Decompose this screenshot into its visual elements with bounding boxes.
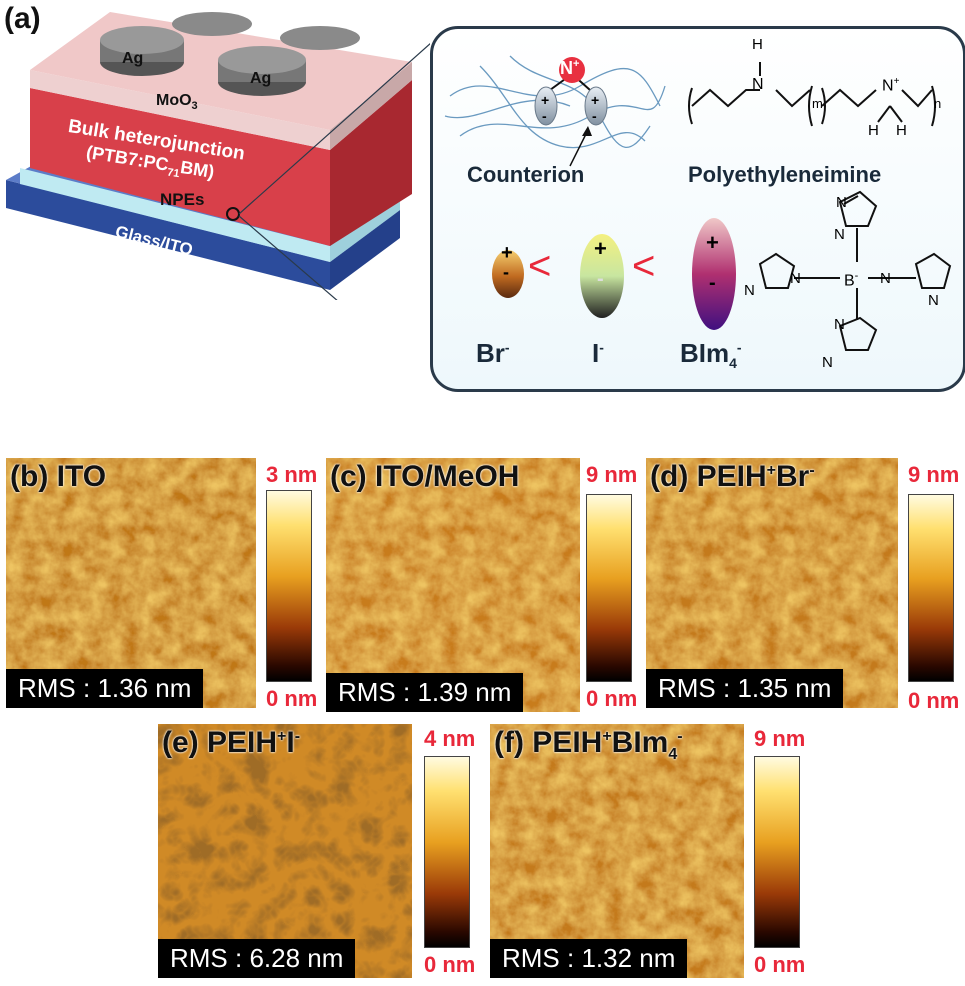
less-than-1: < bbox=[528, 244, 552, 288]
bhj-layer-side bbox=[330, 80, 412, 246]
npes-layer-front bbox=[20, 168, 330, 262]
pei-n-1: N bbox=[752, 76, 764, 93]
bim4-label: BIm4- bbox=[680, 338, 742, 372]
scale-max-b: 3 nm bbox=[266, 462, 318, 487]
n-plus-label: N+ bbox=[560, 58, 580, 78]
ag-electrodes bbox=[100, 12, 360, 96]
scale-min-f: 0 nm bbox=[754, 952, 806, 977]
bim-b-center: B- bbox=[844, 270, 859, 290]
moo3-label: MoO3 bbox=[156, 92, 198, 113]
device-stack-diagram bbox=[6, 12, 430, 300]
bim4-structure bbox=[758, 190, 952, 351]
bim-n-bottom: N bbox=[834, 316, 845, 333]
bim-n-outer-bottom: N bbox=[822, 354, 833, 371]
afm-title-c: (c) ITO/MeOH bbox=[330, 460, 520, 493]
substrate-layer-front bbox=[6, 180, 330, 290]
colorbar-b bbox=[266, 490, 312, 682]
counterion-label: Counterion bbox=[467, 162, 585, 187]
scale-max-c: 9 nm bbox=[586, 462, 638, 487]
colorbar-c bbox=[586, 494, 632, 682]
bhj-layer-front bbox=[30, 88, 330, 246]
moo3-layer-front bbox=[30, 70, 330, 150]
pei-structure bbox=[688, 62, 936, 127]
br-ion-plus: + bbox=[501, 242, 513, 264]
bim-n-outer-left: N bbox=[744, 282, 755, 299]
afm-image-d: (d) PEIH+Br- RMS : 1.35 nm bbox=[646, 458, 898, 708]
plus-sign-2: + bbox=[591, 92, 600, 108]
i-ion-minus: - bbox=[597, 268, 604, 290]
rms-label-e: RMS : 6.28 nm bbox=[158, 939, 356, 978]
afm-title-d: (d) PEIH+Br- bbox=[650, 460, 815, 493]
bim-n-left: N bbox=[790, 270, 801, 287]
pei-h-right: H bbox=[896, 122, 907, 139]
colorbar-d bbox=[908, 494, 954, 682]
afm-image-e: (e) PEIH+I- RMS : 6.28 nm bbox=[158, 724, 412, 978]
scale-min-b: 0 nm bbox=[266, 686, 318, 711]
rms-label-b: RMS : 1.36 nm bbox=[6, 669, 204, 708]
afm-image-c: (c) ITO/MeOH RMS : 1.39 nm bbox=[326, 458, 580, 712]
scale-max-f: 9 nm bbox=[754, 726, 806, 751]
afm-image-f: (f) PEIH+BIm4- RMS : 1.32 nm bbox=[490, 724, 744, 978]
bim-ion-minus: - bbox=[709, 272, 716, 294]
panel-a-letter: (a) bbox=[4, 2, 41, 35]
br-label: Br- bbox=[476, 338, 510, 368]
rms-label-c: RMS : 1.39 nm bbox=[326, 673, 524, 712]
minus-sign-2: - bbox=[592, 108, 597, 124]
scale-max-d: 9 nm bbox=[908, 462, 960, 487]
less-than-2: < bbox=[632, 244, 656, 288]
scale-max-e: 4 nm bbox=[424, 726, 476, 751]
bim-ion-plus: + bbox=[706, 230, 719, 255]
pei-h-top: H bbox=[752, 36, 763, 53]
afm-title-f: (f) PEIH+BIm4- bbox=[494, 726, 683, 763]
bim-n-right: N bbox=[880, 270, 891, 287]
scale-min-c: 0 nm bbox=[586, 686, 638, 711]
moo3-layer-side bbox=[330, 62, 412, 150]
polyethyleneimine-label: Polyethyleneimine bbox=[688, 162, 882, 187]
br-ion-minus: - bbox=[503, 262, 509, 282]
pei-m: m bbox=[812, 96, 823, 111]
scale-min-e: 0 nm bbox=[424, 952, 476, 977]
scale-min-d: 0 nm bbox=[908, 688, 960, 713]
bim-n-outer-top: N bbox=[836, 194, 847, 211]
ag-label-left: Ag bbox=[122, 50, 144, 67]
i-ion-plus: + bbox=[594, 236, 607, 261]
bim-n-top: N bbox=[834, 226, 845, 243]
afm-title-e: (e) PEIH+I- bbox=[162, 726, 301, 759]
afm-title-b: (b) ITO bbox=[10, 460, 107, 493]
i-label: I- bbox=[592, 338, 604, 368]
rms-label-d: RMS : 1.35 nm bbox=[646, 669, 844, 708]
colorbar-f bbox=[754, 756, 800, 948]
substrate-layer-side bbox=[330, 210, 400, 290]
bim-n-outer-right: N bbox=[928, 292, 939, 309]
inset-graphics bbox=[444, 55, 952, 351]
pei-n-subscript: n bbox=[934, 96, 942, 111]
afm-image-b: (b) ITO RMS : 1.36 nm bbox=[6, 458, 256, 708]
plus-sign-1: + bbox=[541, 92, 550, 108]
colorbar-e bbox=[424, 756, 470, 948]
n-plus-cation bbox=[559, 57, 585, 83]
pei-n-2: N+ bbox=[882, 76, 900, 95]
ag-label-right: Ag bbox=[250, 70, 272, 87]
pei-h-left: H bbox=[868, 122, 879, 139]
npes-label: NPEs bbox=[160, 190, 205, 209]
minus-sign-1: - bbox=[542, 108, 547, 124]
rms-label-f: RMS : 1.32 nm bbox=[490, 939, 688, 978]
